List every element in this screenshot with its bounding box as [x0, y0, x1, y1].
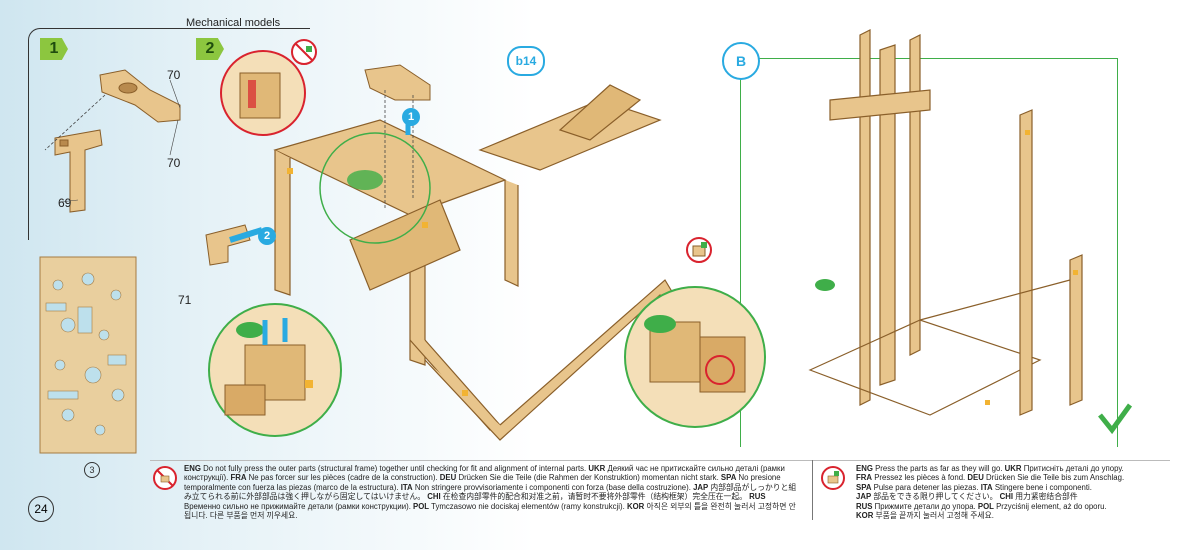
variant-b-badge: B [722, 42, 760, 80]
page-number: 24 [28, 496, 54, 522]
variant-b-assembly-illustration [808, 29, 1133, 435]
warn-right-row: JAP 部品をできる限り押してください。 CHI 用力紧密结合部件 [856, 492, 1078, 502]
warn-right-row: ENG Press the parts as far as they will … [856, 464, 1124, 473]
sheet-number: 3 [84, 462, 100, 478]
warn-left-item: FRA Ne pas forcer sur les pièces (cadre … [230, 473, 438, 483]
warnings-top-rule [150, 460, 1170, 461]
section-title: Mechanical models [186, 17, 281, 29]
press-warning-icon [821, 466, 845, 490]
header-corner [28, 28, 41, 41]
arrow-2-badge: 2 [258, 227, 276, 245]
warn-left-item: ENG Do not fully press the outer parts (… [184, 464, 587, 473]
no-press-warning-icon [153, 466, 177, 490]
part-label-70-top: 70 [167, 68, 181, 82]
part-label-71: 71 [178, 293, 192, 307]
warn-right-row: SPA Pulse para detener las piezas. ITA S… [856, 482, 1092, 492]
step2-assembly-illustration [205, 64, 682, 441]
part-label-69: 69 [58, 196, 72, 210]
warnings-divider [812, 460, 813, 520]
warn-left-item: KOR 아직은 외부의 틀을 완전히 눌러서 고정하면 안됩니다. 다른 부품을… [184, 501, 796, 521]
step1-parts-illustration [44, 69, 181, 213]
warn-left-item: SPA No presione temporalmente con fuerza… [184, 473, 781, 492]
header-rule [40, 28, 310, 29]
forbidden-icon-right [686, 237, 712, 263]
zoom-detail-top [220, 50, 306, 136]
warn-left-item: ITA Non stringere provvisoriamente i com… [400, 482, 691, 492]
b14-callout: b14 [507, 46, 545, 76]
warning-text-left: ENG Do not fully press the outer parts (… [184, 464, 800, 520]
warn-right-row: RUS Прижмите детали до упора. POL Przyci… [856, 501, 1107, 511]
step-2-marker: 2 [196, 38, 224, 60]
warn-left-item: JAP 内部部品がしっかりと組み立てられる前に外部部品は強く押しながら固定しては… [184, 482, 797, 502]
side-rule [28, 40, 29, 240]
warn-left-item: UKR Деякий час не притискайте сильно дет… [184, 464, 785, 483]
part-label-70-bottom: 70 [167, 156, 181, 170]
zoom-detail-right [624, 286, 766, 428]
forbidden-icon [291, 39, 317, 65]
arrow-1-badge: 1 [402, 108, 420, 126]
step-1-marker: 1 [40, 38, 68, 60]
warning-text-right: ENG Press the parts as far as they will … [856, 464, 1156, 520]
warn-left-item: DEU Drücken Sie die Teile (die Rahmen de… [439, 473, 719, 483]
zoom-detail-bottom [208, 303, 342, 437]
check-icon [1098, 403, 1133, 435]
warn-right-row: KOR 부품을 끝까지 눌러서 고정해 주세요. [856, 511, 994, 521]
warn-left-item: CHI 在检查内部零件的配合和对准之前，请暂时不要将外部零件（结构框架）完全压在… [427, 492, 747, 502]
variant-b-frame [740, 58, 1118, 447]
warn-left-item: RUS Временно сильно не прижимайте детали… [184, 492, 766, 511]
plywood-sheet-illustration [39, 256, 137, 454]
warn-left-item: POL Tymczasowo nie dociskaj elementów (r… [413, 501, 625, 511]
warn-right-row: FRA Pressez les pièces à fond. DEU Drück… [856, 473, 1125, 483]
